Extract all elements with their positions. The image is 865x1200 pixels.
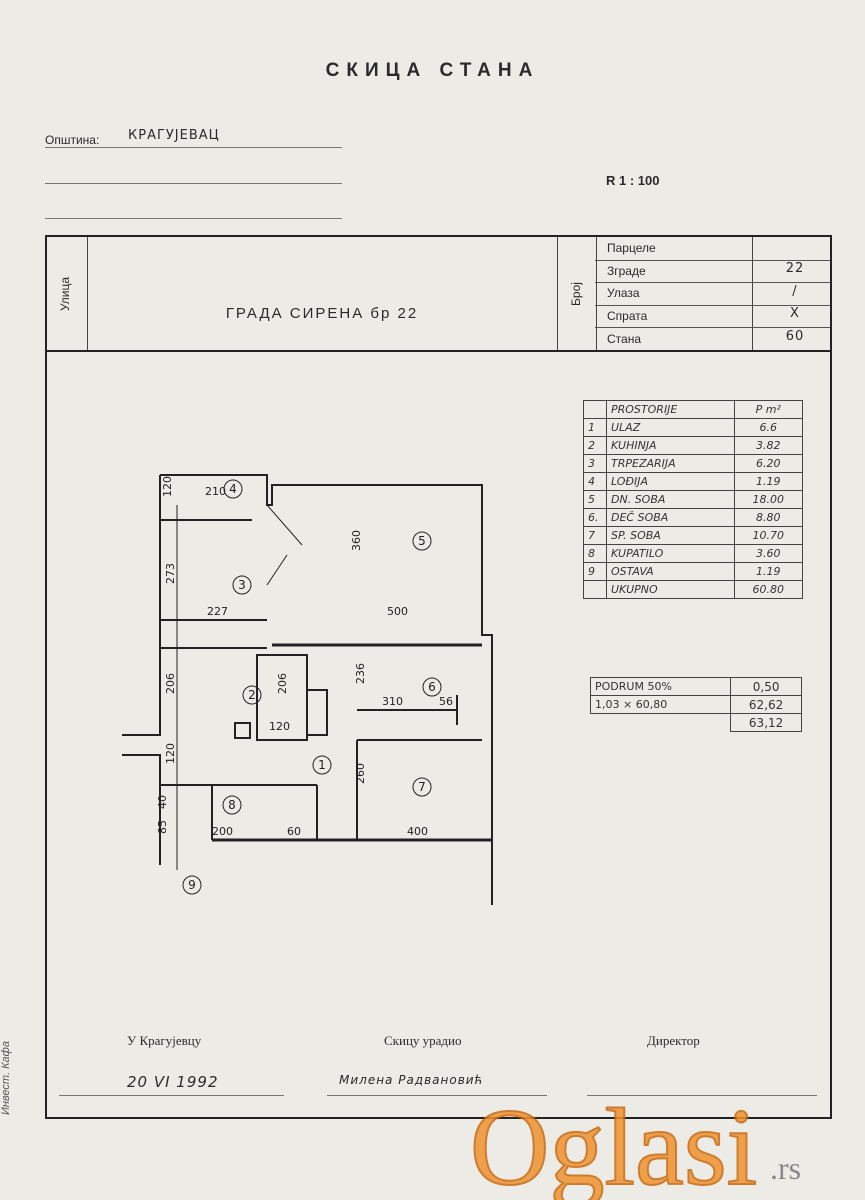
dim-label: 120 <box>269 720 290 733</box>
parcel-label: Парцеле <box>607 241 656 255</box>
dim-label: 200 <box>212 825 233 838</box>
side-note: Инвест. Кафа <box>0 1041 12 1115</box>
opstina-label: Општина: <box>45 133 100 147</box>
room-marker: 5 <box>418 534 426 548</box>
dim-label: 236 <box>354 663 367 684</box>
entrance-label: Улаза <box>607 286 640 300</box>
dim-label: 120 <box>164 743 177 764</box>
building-label: Зграде <box>607 264 646 278</box>
street-value: ГРАДА СИРЕНА бр 22 <box>225 305 419 322</box>
building-value: 22 <box>785 261 805 276</box>
street-label-cell <box>47 237 88 350</box>
entrance-value: / <box>792 284 798 299</box>
dim-label: 310 <box>382 695 403 708</box>
made-by-label: Скицу урадио <box>384 1033 462 1048</box>
document-title: СКИЦА СТАНА <box>325 60 540 81</box>
room-marker: 2 <box>248 688 256 702</box>
header-divider <box>47 350 830 352</box>
divider <box>45 183 342 184</box>
divider <box>45 218 342 219</box>
dim-label: 210 <box>205 485 226 498</box>
signature: Милена Радвановић <box>339 1073 484 1087</box>
broj-label: Број <box>569 282 583 306</box>
watermark-logo: Oglasi <box>469 1086 758 1200</box>
apartment-value: 60 <box>785 329 805 344</box>
date-line <box>59 1095 284 1096</box>
watermark-suffix: .rs <box>770 1150 802 1186</box>
dim-label: 120 <box>161 476 174 497</box>
dim-label: 273 <box>164 563 177 584</box>
room-marker: 3 <box>238 578 246 592</box>
numbers-grid: Парцеле Зграде 22 Улаза / Спрата X Стана… <box>595 237 830 350</box>
room-marker: 9 <box>188 878 196 892</box>
divider <box>45 147 342 148</box>
table-row: PODRUM 50%0,50 <box>589 677 802 696</box>
dim-label: 360 <box>350 530 363 551</box>
street-label: Улица <box>58 276 72 312</box>
broj-label-cell <box>557 237 597 350</box>
dim-label: 85 <box>156 820 169 834</box>
apartment-label: Стана <box>607 332 642 346</box>
dim-label: 60 <box>287 825 301 838</box>
dim-label: 260 <box>354 763 367 784</box>
place-label: У Крагујевцу <box>127 1033 202 1048</box>
room-marker: 7 <box>418 780 426 794</box>
room-marker: 6 <box>428 680 436 694</box>
dim-label: 400 <box>407 825 428 838</box>
dim-label: 227 <box>207 605 228 618</box>
signature-line <box>327 1095 547 1096</box>
floor-label: Спрата <box>607 309 648 323</box>
room-marker: 1 <box>318 758 326 772</box>
floor-value: X <box>790 306 800 321</box>
dim-label: 56 <box>439 695 453 708</box>
dim-label: 500 <box>387 605 408 618</box>
director-line <box>587 1095 817 1096</box>
room-marker: 4 <box>229 482 237 496</box>
sketch-frame: Улица ГРАДА СИРЕНА бр 22 Број Парцеле Зг… <box>45 235 832 1119</box>
dim-label: 40 <box>156 795 169 809</box>
date-value: 20 VI 1992 <box>127 1073 219 1091</box>
room-marker: 8 <box>228 798 236 812</box>
table-row: 63,12 <box>591 713 802 732</box>
director-label: Директор <box>647 1033 700 1048</box>
scale-label: R 1 : 100 <box>606 173 660 188</box>
dim-label: 206 <box>276 673 289 694</box>
dim-label: 206 <box>164 673 177 694</box>
walls <box>122 474 493 905</box>
opstina-value: КРАГУЈЕВАЦ <box>128 128 220 143</box>
floor-plan: 120 210 360 273 227 500 206 206 236 310 … <box>122 474 493 905</box>
